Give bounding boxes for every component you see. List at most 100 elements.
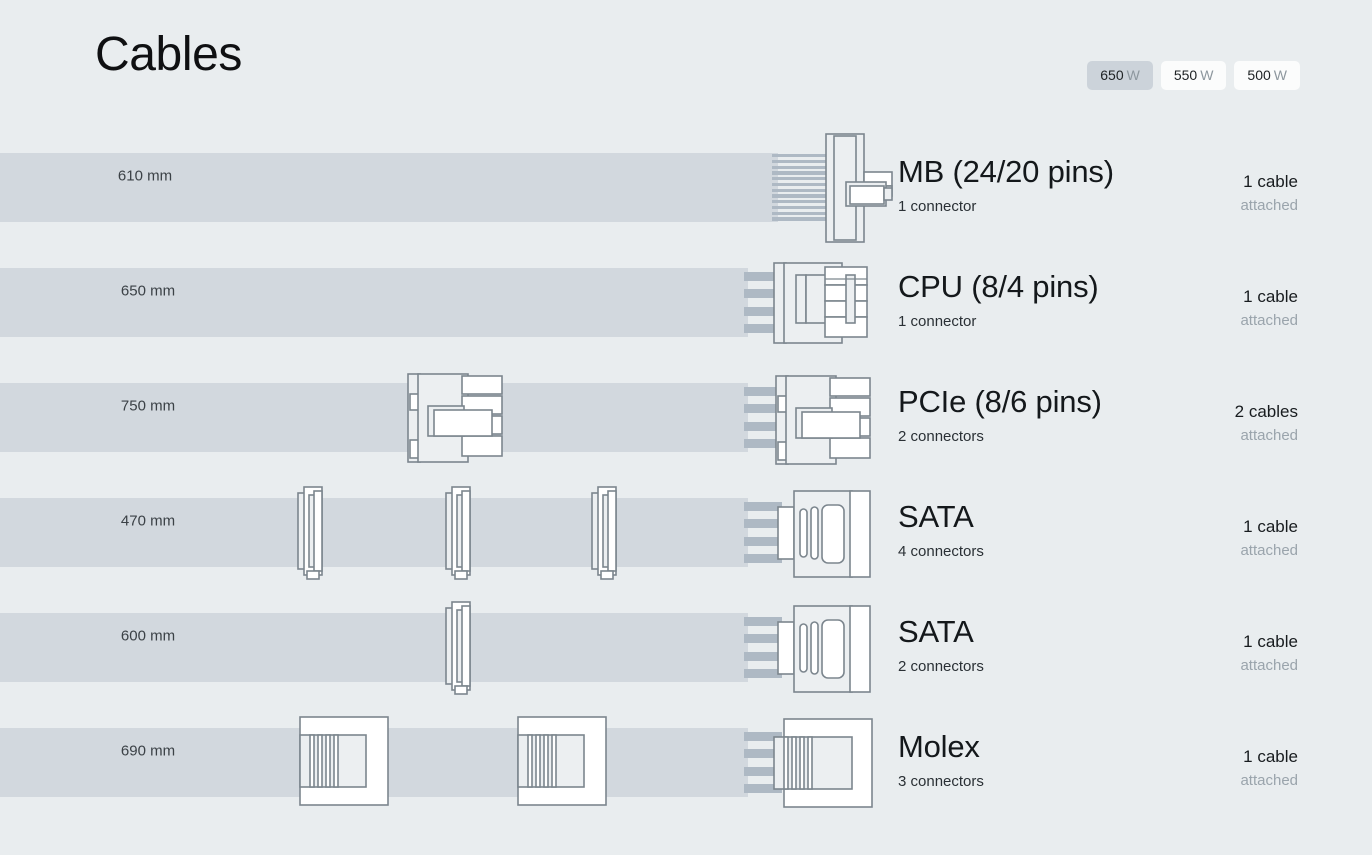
cable-quantity: 1 cable [1243, 747, 1298, 766]
cable-band [0, 498, 748, 567]
sata-connector-icon [777, 605, 871, 693]
cable-status: attached [1240, 542, 1298, 559]
cable-band [0, 383, 748, 452]
sata-connector-icon [777, 490, 871, 578]
wire-stub [744, 502, 782, 512]
sata-end-connector [776, 475, 874, 590]
wire-stub [744, 536, 782, 546]
cable-connector-count: 2 connectors [898, 658, 984, 675]
cable-wire-stubs [744, 383, 782, 452]
cable-status: attached [1240, 772, 1298, 789]
wire-stub [744, 668, 782, 678]
wire-stub [744, 323, 782, 333]
cable-status: attached [1240, 427, 1298, 444]
pcie-end-connector [772, 360, 874, 475]
molex-connector-icon [773, 718, 873, 808]
sata-inline-connector-icon [445, 486, 471, 580]
cable-connector-count: 2 connectors [898, 428, 984, 445]
cable-info: SATA 4 connectors 1 cable attached [898, 475, 1372, 590]
molex-inline-connector [296, 705, 392, 820]
molex-inline-connector-icon [517, 716, 607, 806]
cable-length-label: 600 mm [120, 627, 176, 645]
cable-wire-stubs [744, 498, 782, 567]
cable-length-label: 650 mm [120, 282, 176, 300]
cable-title: Molex [898, 729, 980, 764]
wire-stub [772, 159, 836, 163]
cable-title: SATA [898, 614, 974, 649]
cable-connector-count: 4 connectors [898, 543, 984, 560]
wire-stub [744, 766, 782, 776]
mb-end-connector [768, 130, 898, 245]
cable-quantity: 1 cable [1243, 287, 1298, 306]
wire-stub [744, 553, 782, 563]
cable-length-label: 610 mm [117, 167, 173, 185]
molex-end-connector [770, 705, 876, 820]
wire-stub [744, 306, 782, 316]
cable-row[interactable]: 690 mm Molex 3 connectors 1 cable attached [0, 705, 1372, 820]
sata-inline-connector-icon [297, 486, 323, 580]
wire-stub [772, 165, 836, 169]
cable-wire-stubs [744, 268, 782, 337]
wire-stub [772, 188, 836, 192]
cable-quantity: 1 cable [1243, 517, 1298, 536]
sata-inline-connector-icon [591, 486, 617, 580]
cable-status: attached [1240, 197, 1298, 214]
wire-stub [744, 421, 782, 431]
cable-connector-count: 1 connector [898, 198, 977, 215]
wattage-value: 500 [1247, 67, 1271, 83]
cable-band [0, 613, 748, 682]
cable-band [0, 268, 748, 337]
sata-inline-connector [442, 475, 476, 590]
wire-stub [744, 651, 782, 661]
cable-wire-stubs [744, 728, 782, 797]
cable-quantity: 1 cable [1243, 172, 1298, 191]
cable-status: attached [1240, 312, 1298, 329]
wattage-unit: W [1200, 67, 1214, 83]
wire-stub [772, 211, 836, 215]
wire-stub [744, 634, 782, 644]
wire-stub [744, 519, 782, 529]
wire-stub [744, 783, 782, 793]
cable-title: CPU (8/4 pins) [898, 269, 1099, 304]
cable-length-label: 750 mm [120, 397, 176, 415]
cable-length-label: 470 mm [120, 512, 176, 530]
wire-stub [744, 617, 782, 627]
cable-length-label: 690 mm [120, 742, 176, 760]
wire-stub [772, 205, 836, 209]
mb-connector-icon [825, 133, 893, 243]
wire-stub [772, 182, 836, 186]
wire-stub [772, 177, 836, 181]
wire-stub [744, 272, 782, 282]
molex-inline-connector [514, 705, 610, 820]
sata-inline-connector [442, 590, 476, 705]
page-title: Cables [95, 28, 243, 81]
sata-inline-connector-icon [445, 601, 471, 695]
cpu-connector-icon [773, 262, 868, 344]
wire-stub [772, 154, 836, 158]
cable-title: SATA [898, 499, 974, 534]
cable-wire-stubs [772, 153, 836, 222]
cpu-end-connector [770, 245, 874, 360]
cable-row[interactable]: 470 mm SATA 4 connectors 1 cable attached [0, 475, 1372, 590]
wattage-value: 550 [1173, 67, 1198, 83]
wire-stub [772, 171, 836, 175]
wire-stub [772, 194, 836, 198]
cable-connector-count: 3 connectors [898, 773, 984, 790]
wire-stub [744, 749, 782, 759]
wire-stub [772, 217, 836, 221]
wire-stub [744, 404, 782, 414]
cable-info: Molex 3 connectors 1 cable attached [898, 705, 1372, 820]
sata-end-connector [776, 590, 874, 705]
